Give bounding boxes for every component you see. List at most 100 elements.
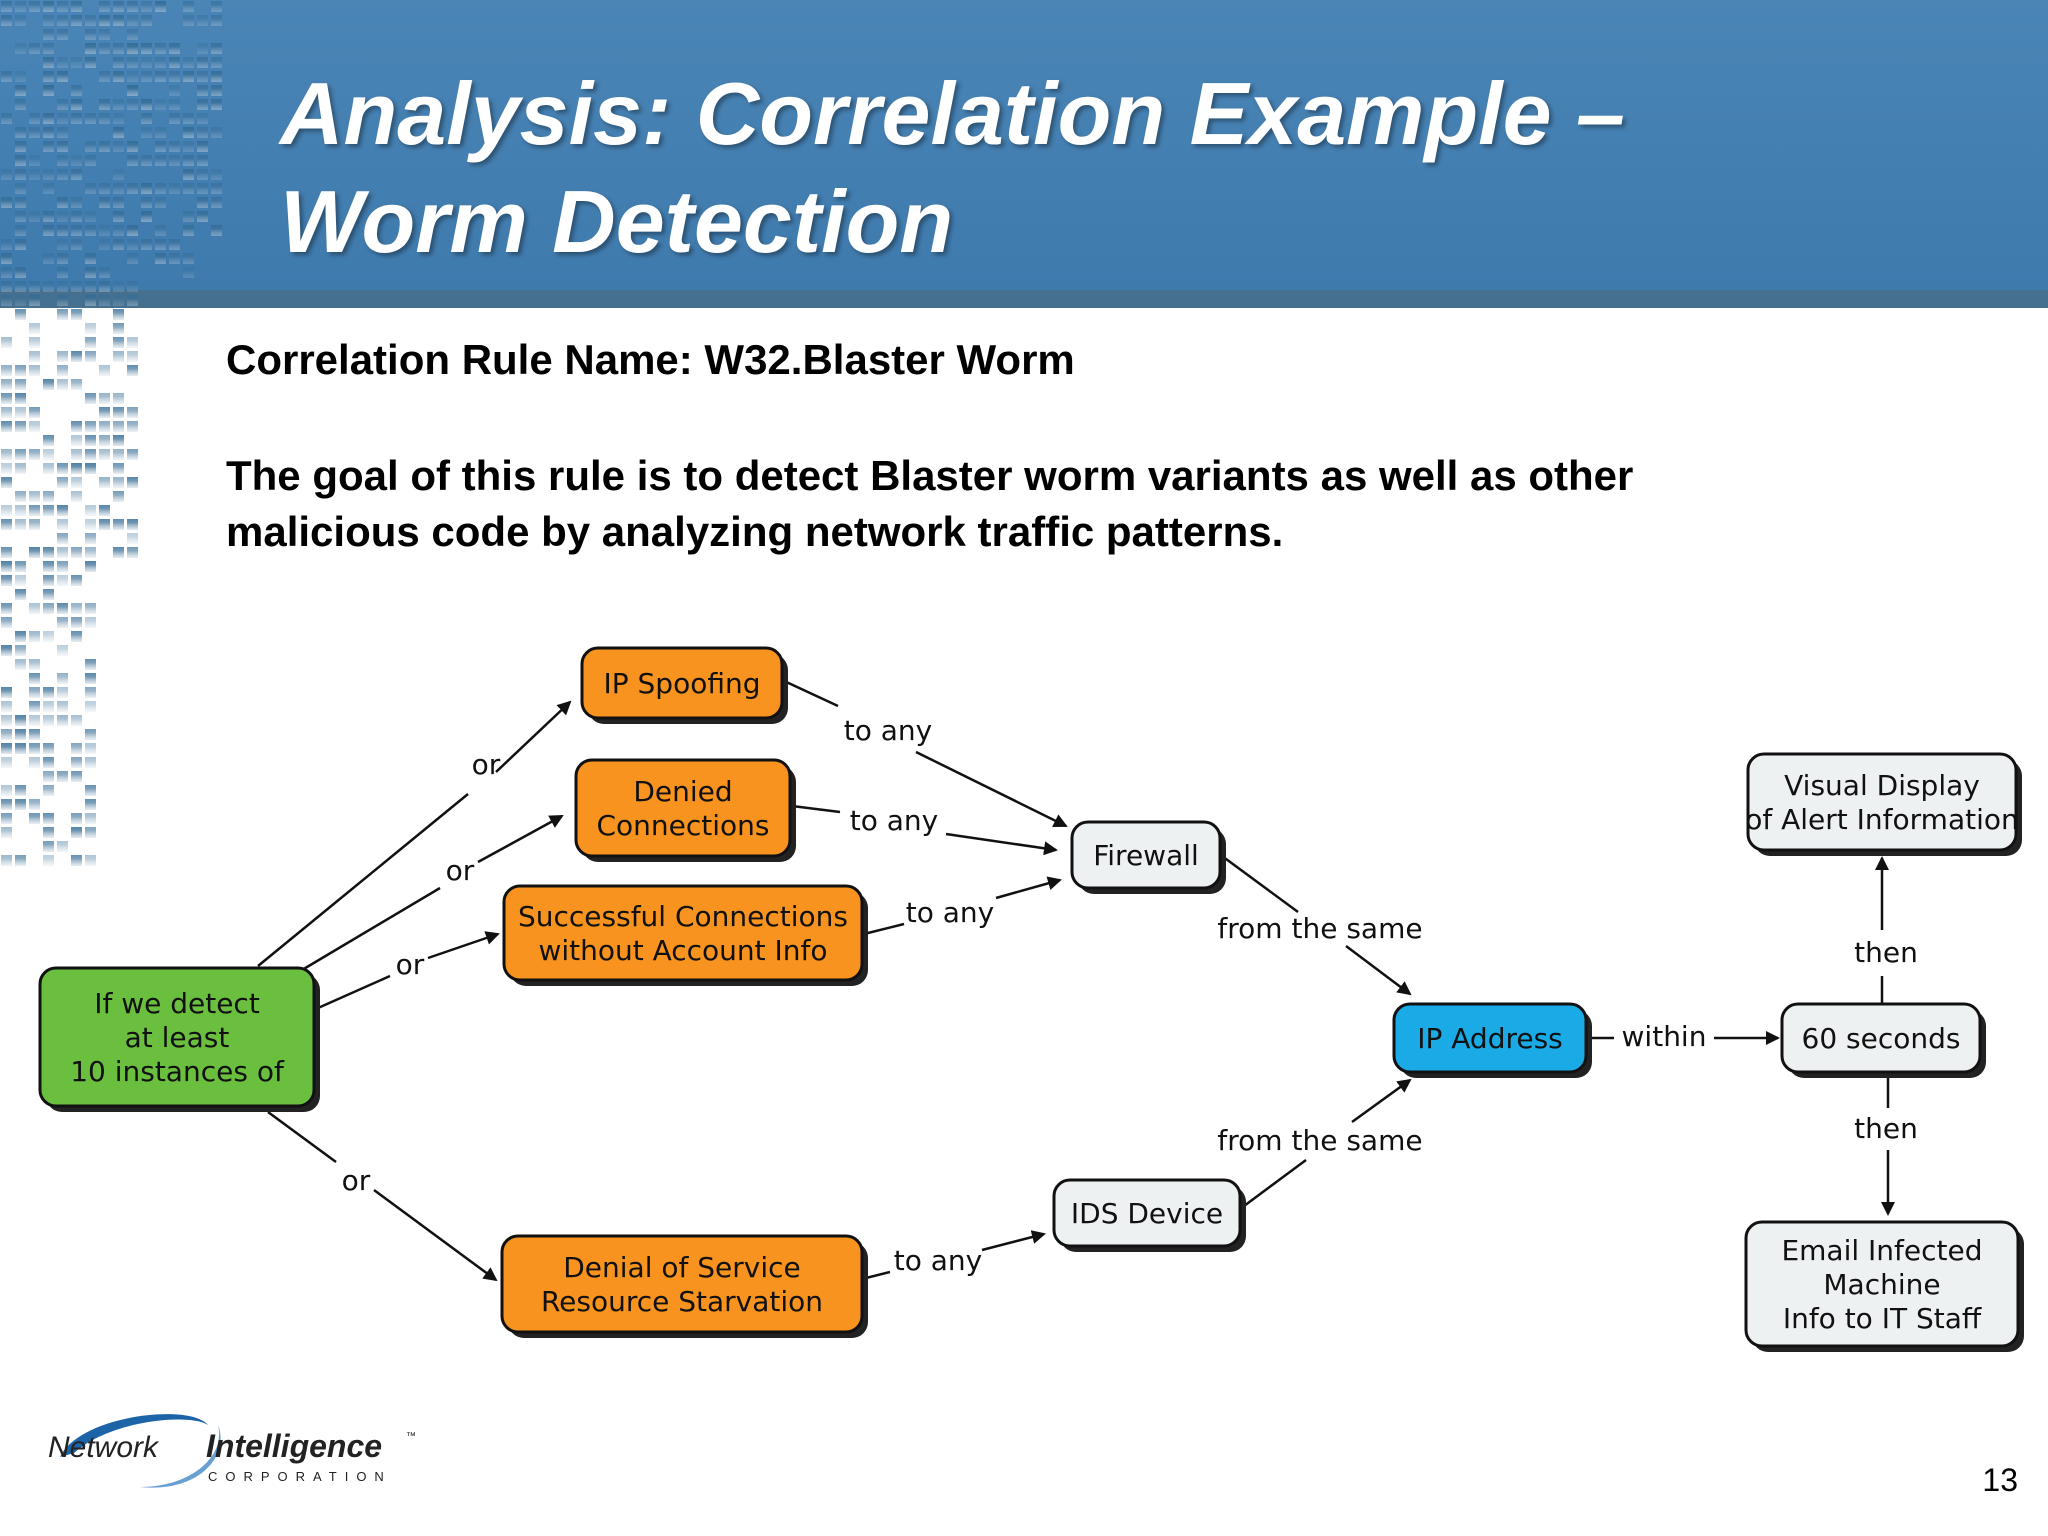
mosaic-cell [71, 351, 82, 362]
mosaic-cell [85, 211, 96, 222]
mosaic-cell [211, 1, 222, 12]
mosaic-cell [1, 295, 12, 306]
mosaic-cell [99, 505, 110, 516]
mosaic-cell [1, 687, 12, 698]
mosaic-cell [71, 463, 82, 474]
mosaic-cell [85, 155, 96, 166]
mosaic-cell [127, 337, 138, 348]
mosaic-cell [127, 225, 138, 236]
mosaic-cell [1, 407, 12, 418]
mosaic-cell [71, 477, 82, 488]
mosaic-cell [113, 337, 124, 348]
mosaic-cell [57, 841, 68, 852]
mosaic-cell [15, 15, 26, 26]
mosaic-cell [127, 85, 138, 96]
mosaic-cell [29, 743, 40, 754]
node-ip-spoofing: IP Spoofing [580, 646, 788, 724]
mosaic-cell [57, 71, 68, 82]
mosaic-cell [43, 743, 54, 754]
mosaic-cell [113, 71, 124, 82]
mosaic-cell [113, 449, 124, 460]
label-to-any-successful: to any [906, 896, 994, 929]
mosaic-cell [71, 113, 82, 124]
edge-detect-denied-b [477, 814, 564, 864]
mosaic-cell [71, 771, 82, 782]
mosaic-cell [1, 813, 12, 824]
mosaic-cell [127, 449, 138, 460]
node-box [1052, 1178, 1242, 1248]
mosaic-cell [29, 505, 40, 516]
mosaic-cell [1, 519, 12, 530]
mosaic-cell [183, 127, 194, 138]
label-from-same-ids: from the same [1217, 1124, 1422, 1157]
mosaic-cell [71, 855, 82, 866]
mosaic-cell [85, 603, 96, 614]
mosaic-cell [113, 491, 124, 502]
mosaic-cell [211, 71, 222, 82]
mosaic-cell [127, 533, 138, 544]
mosaic-cell [141, 57, 152, 68]
mosaic-cell [43, 113, 54, 124]
mosaic-cell [169, 141, 180, 152]
mosaic-cell [15, 645, 26, 656]
node-text: Visual Display [1784, 769, 1980, 802]
mosaic-cell [15, 197, 26, 208]
mosaic-cell [43, 575, 54, 586]
mosaic-cell [71, 547, 82, 558]
logo-word-intelligence: Intelligence [206, 1428, 382, 1464]
mosaic-cell [99, 393, 110, 404]
mosaic-cell [85, 561, 96, 572]
mosaic-cell [85, 267, 96, 278]
mosaic-cell [71, 15, 82, 26]
mosaic-cell [57, 57, 68, 68]
mosaic-cell [15, 127, 26, 138]
mosaic-cell [71, 631, 82, 642]
node-box [1070, 820, 1222, 890]
mosaic-cell [29, 491, 40, 502]
mosaic-cell [141, 113, 152, 124]
mosaic-cell [169, 253, 180, 264]
mosaic-cell [1, 547, 12, 558]
mosaic-cell [43, 603, 54, 614]
mosaic-cell [29, 281, 40, 292]
mosaic-cell [99, 71, 110, 82]
node-text: Successful Connections [518, 900, 848, 933]
mosaic-cell [85, 393, 96, 404]
mosaic-cell [57, 155, 68, 166]
mosaic-cell [169, 239, 180, 250]
label-within: within [1622, 1020, 1707, 1053]
mosaic-cell [1, 267, 12, 278]
mosaic-cell [1, 855, 12, 866]
mosaic-cell [57, 519, 68, 530]
mosaic-cell [211, 127, 222, 138]
mosaic-cell [43, 631, 54, 642]
mosaic-cell [99, 99, 110, 110]
mosaic-cell [57, 1, 68, 12]
mosaic-cell [1, 827, 12, 838]
mosaic-cell [57, 477, 68, 488]
mosaic-cell [29, 701, 40, 712]
mosaic-cell [29, 351, 40, 362]
mosaic-cell [99, 225, 110, 236]
mosaic-cell [57, 687, 68, 698]
mosaic-cell [183, 253, 194, 264]
mosaic-cell [169, 99, 180, 110]
mosaic-cell [155, 141, 166, 152]
mosaic-cell [71, 239, 82, 250]
mosaic-cell [15, 1, 26, 12]
mosaic-cell [15, 225, 26, 236]
mosaic-cell [43, 589, 54, 600]
mosaic-cell [183, 113, 194, 124]
mosaic-cell [1, 701, 12, 712]
node-box [574, 758, 792, 858]
mosaic-cell [29, 421, 40, 432]
mosaic-cell [85, 15, 96, 26]
mosaic-cell [57, 351, 68, 362]
mosaic-cell [15, 785, 26, 796]
mosaic-cell [71, 85, 82, 96]
mosaic-cell [85, 29, 96, 40]
edge-detect-successful-b [427, 931, 500, 960]
mosaic-cell [183, 71, 194, 82]
mosaic-cell [57, 463, 68, 474]
